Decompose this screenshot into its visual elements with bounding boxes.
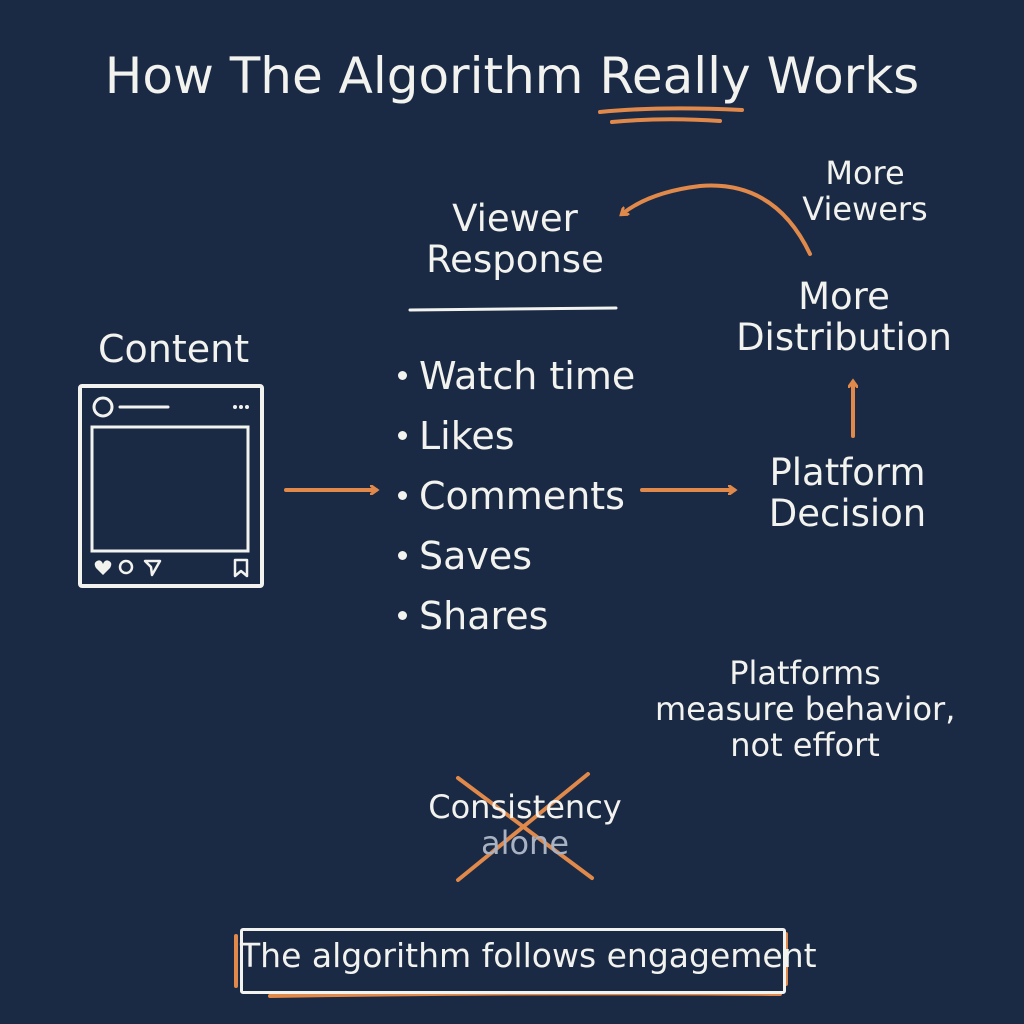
list-item: Saves bbox=[398, 530, 635, 590]
platform-decision-line2: Decision bbox=[768, 492, 927, 536]
metric-label: Watch time bbox=[419, 354, 636, 398]
post-avatar-icon bbox=[92, 396, 114, 418]
bullet-icon bbox=[398, 431, 407, 440]
list-item: Likes bbox=[398, 410, 635, 470]
bullet-icon bbox=[398, 491, 407, 500]
list-item: Comments bbox=[398, 470, 635, 530]
viewer-response-heading: Viewer Response bbox=[420, 198, 610, 281]
platform-decision-label: Platform Decision bbox=[760, 452, 935, 535]
more-viewers-line1: More bbox=[825, 154, 905, 192]
footer-text: The algorithm follows engagement bbox=[240, 936, 817, 975]
crossed-out-line2: alone bbox=[480, 823, 570, 862]
title-after: Works bbox=[750, 47, 920, 105]
more-dots-icon bbox=[233, 405, 249, 409]
list-item: Shares bbox=[398, 590, 635, 650]
list-item: Watch time bbox=[398, 350, 635, 410]
more-viewers-label: More Viewers bbox=[800, 154, 930, 228]
heart-icon bbox=[94, 560, 112, 575]
post-image-area bbox=[90, 425, 250, 553]
crossed-out-text: Consistency alone bbox=[425, 788, 625, 862]
note-line3: not effort bbox=[730, 725, 880, 764]
more-distribution-line2: Distribution bbox=[736, 316, 952, 360]
more-distribution-label: More Distribution bbox=[734, 276, 954, 359]
metric-label: Saves bbox=[419, 534, 533, 578]
bullet-icon bbox=[398, 371, 407, 380]
note-line1: Platforms bbox=[729, 654, 881, 692]
comment-icon bbox=[118, 559, 134, 575]
note-line2: measure behavior, bbox=[655, 689, 956, 728]
page-title: How The Algorithm Really Works bbox=[0, 48, 1024, 104]
viewer-response-line1: Viewer bbox=[452, 197, 578, 240]
bullet-icon bbox=[398, 551, 407, 560]
metric-label: Comments bbox=[419, 474, 625, 518]
title-highlight: Really bbox=[599, 47, 751, 105]
title-before: How The Algorithm bbox=[104, 47, 600, 105]
send-icon bbox=[143, 559, 162, 577]
platforms-note: Platforms measure behavior, not effort bbox=[655, 654, 956, 764]
bullet-icon bbox=[398, 611, 407, 620]
crossed-out-line1: Consistency bbox=[428, 788, 622, 826]
more-distribution-line1: More bbox=[798, 275, 890, 318]
highlight-underline bbox=[598, 106, 744, 124]
content-label: Content bbox=[98, 327, 250, 371]
cross-out-mark bbox=[456, 772, 594, 882]
viewer-response-underline bbox=[408, 306, 618, 312]
metric-label: Shares bbox=[419, 594, 549, 638]
platform-decision-line1: Platform bbox=[769, 451, 926, 494]
bookmark-icon bbox=[233, 558, 249, 578]
more-viewers-line2: Viewers bbox=[802, 189, 928, 228]
metric-label: Likes bbox=[419, 414, 515, 458]
footer-box bbox=[240, 928, 786, 994]
post-mockup-icon bbox=[78, 384, 264, 588]
arrow-viewers-to-response bbox=[622, 183, 812, 256]
engagement-metrics-list: Watch time Likes Comments Saves Shares bbox=[398, 350, 635, 650]
viewer-response-line2: Response bbox=[426, 238, 604, 282]
